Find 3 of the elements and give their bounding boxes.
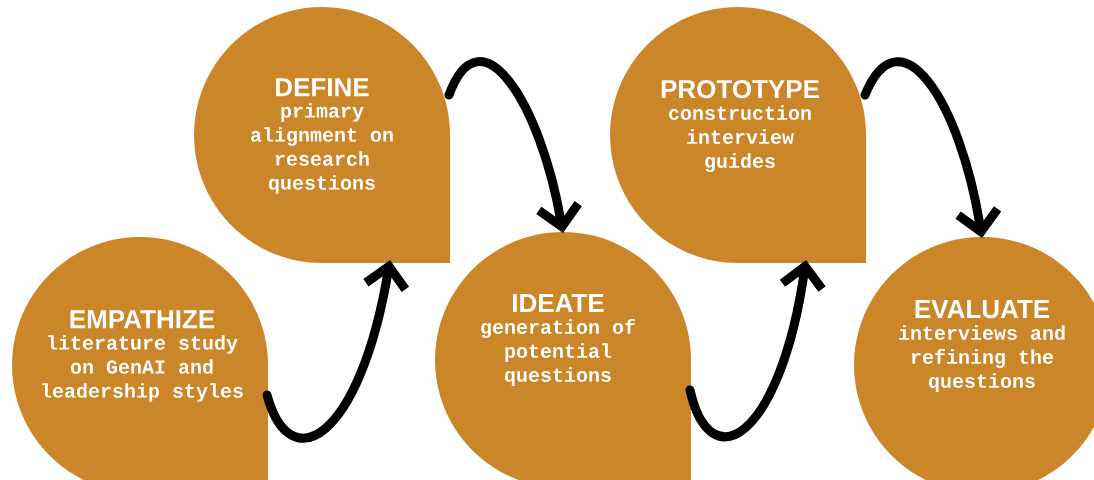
curved-arrow	[860, 57, 1002, 238]
curved-arrow	[685, 260, 826, 442]
curved-arrow	[262, 260, 410, 443]
